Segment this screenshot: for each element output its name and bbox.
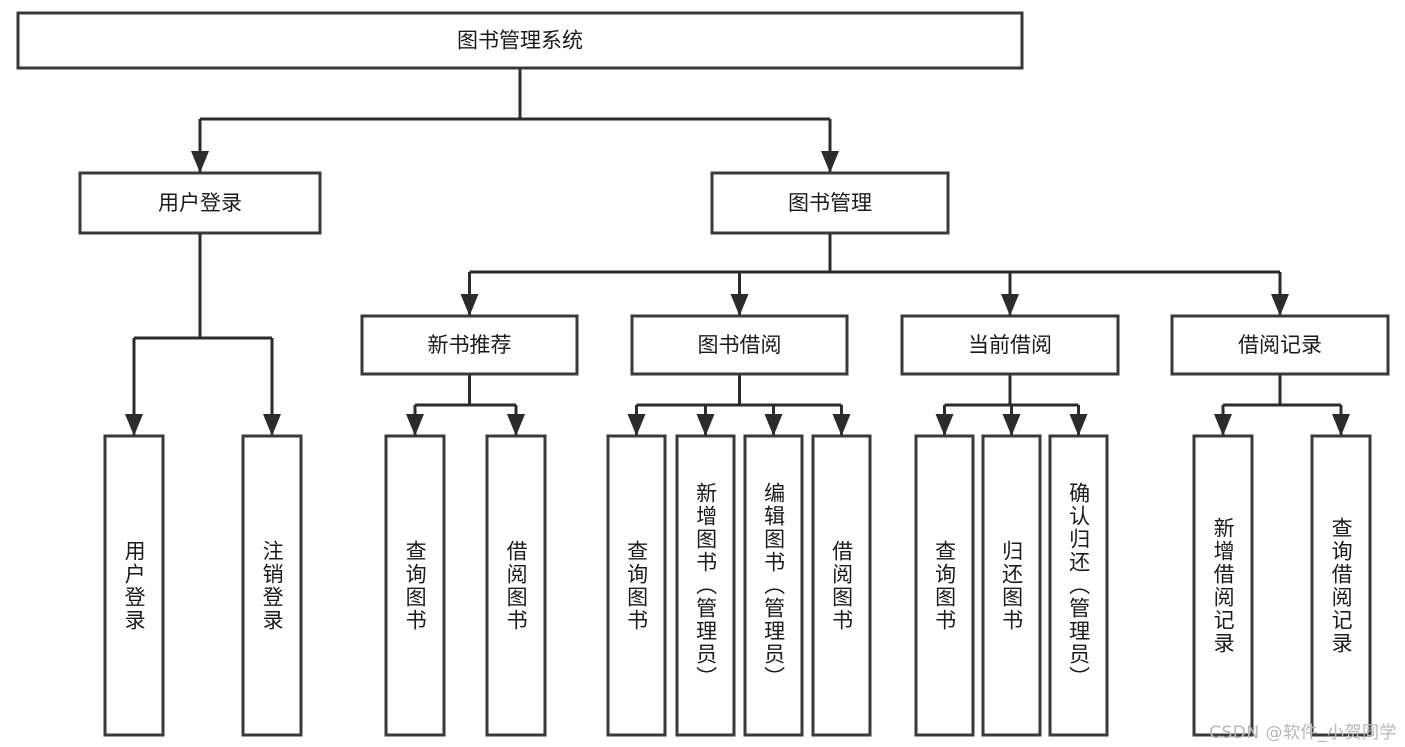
node-box-new-book-recommend[interactable] [360, 314, 579, 376]
node-label: 用户登录 [158, 191, 242, 215]
arrow-head-icon [821, 151, 839, 173]
node-box-leaf-add-book[interactable] [675, 434, 736, 737]
node-box-leaf-return-book[interactable] [981, 434, 1042, 737]
node-box-leaf-borrow-book-1[interactable] [485, 434, 547, 737]
node-label: 当前借阅 [968, 333, 1052, 357]
node-box-book-borrow[interactable] [630, 314, 849, 376]
node-box-leaf-query-record[interactable] [1310, 434, 1372, 737]
node-box-leaf-user-login[interactable] [103, 434, 165, 737]
node-label: 新书推荐 [428, 333, 512, 357]
node-box-root[interactable] [16, 11, 1024, 70]
node-label: 借阅记录 [1238, 333, 1322, 357]
node-box-book-manage[interactable] [710, 171, 950, 235]
arrow-head-icon [1001, 294, 1019, 316]
node-label: 图书管理 [788, 191, 872, 215]
arrow-head-icon [1069, 414, 1088, 436]
node-box-leaf-borrow-book-2[interactable] [811, 434, 872, 737]
arrow-head-icon [1214, 414, 1232, 436]
node-box-leaf-confirm-return[interactable] [1048, 434, 1109, 737]
watermark-text: CSDN @软件_小贺同学 [1209, 723, 1397, 743]
node-box-leaf-query-book-3[interactable] [914, 434, 975, 737]
arrow-head-icon [263, 414, 281, 436]
node-label: 图书管理系统 [457, 29, 583, 53]
arrow-head-icon [1271, 294, 1289, 316]
node-box-leaf-add-record[interactable] [1192, 434, 1254, 737]
arrow-head-icon [627, 414, 646, 436]
node-box-leaf-query-book-2[interactable] [606, 434, 667, 737]
node-label: 图书借阅 [698, 333, 782, 357]
arrow-head-icon [935, 414, 954, 436]
arrow-head-icon [460, 294, 479, 316]
node-box-leaf-edit-book[interactable] [743, 434, 804, 737]
arrow-head-icon [696, 414, 715, 436]
box-layer [16, 11, 1390, 737]
arrow-head-icon [1002, 414, 1021, 436]
arrow-head-icon [1332, 414, 1350, 436]
node-box-user-login[interactable] [78, 171, 322, 235]
arrow-head-icon [125, 414, 143, 436]
arrow-head-icon [191, 151, 209, 173]
node-box-leaf-logout[interactable] [241, 434, 303, 737]
arrow-head-icon [832, 414, 851, 436]
connector-layer [125, 68, 1350, 436]
node-box-current-borrow[interactable] [900, 314, 1120, 376]
arrow-head-icon [764, 414, 783, 436]
node-box-borrow-record[interactable] [1170, 314, 1390, 376]
arrow-head-icon [507, 414, 525, 436]
arrow-head-icon [406, 414, 424, 436]
arrow-head-icon [730, 294, 749, 316]
node-box-leaf-query-book-1[interactable] [384, 434, 446, 737]
